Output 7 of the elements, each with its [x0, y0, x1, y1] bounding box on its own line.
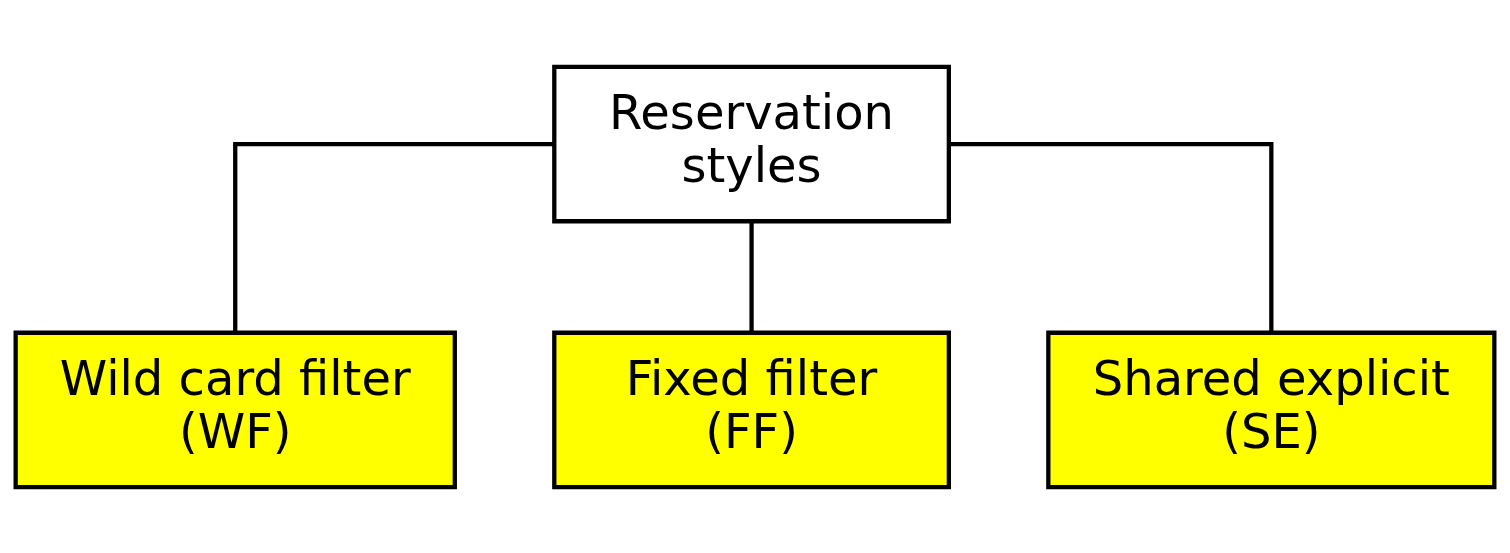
node-box: Shared explicit (SE): [1046, 330, 1497, 489]
connector: [233, 141, 555, 332]
node-box: Fixed filter (FF): [552, 330, 951, 489]
node-box: Wild card filter (WF): [13, 330, 457, 489]
node-box: Reservation styles: [552, 64, 951, 223]
connector: [749, 221, 754, 333]
connector: [949, 141, 1274, 332]
